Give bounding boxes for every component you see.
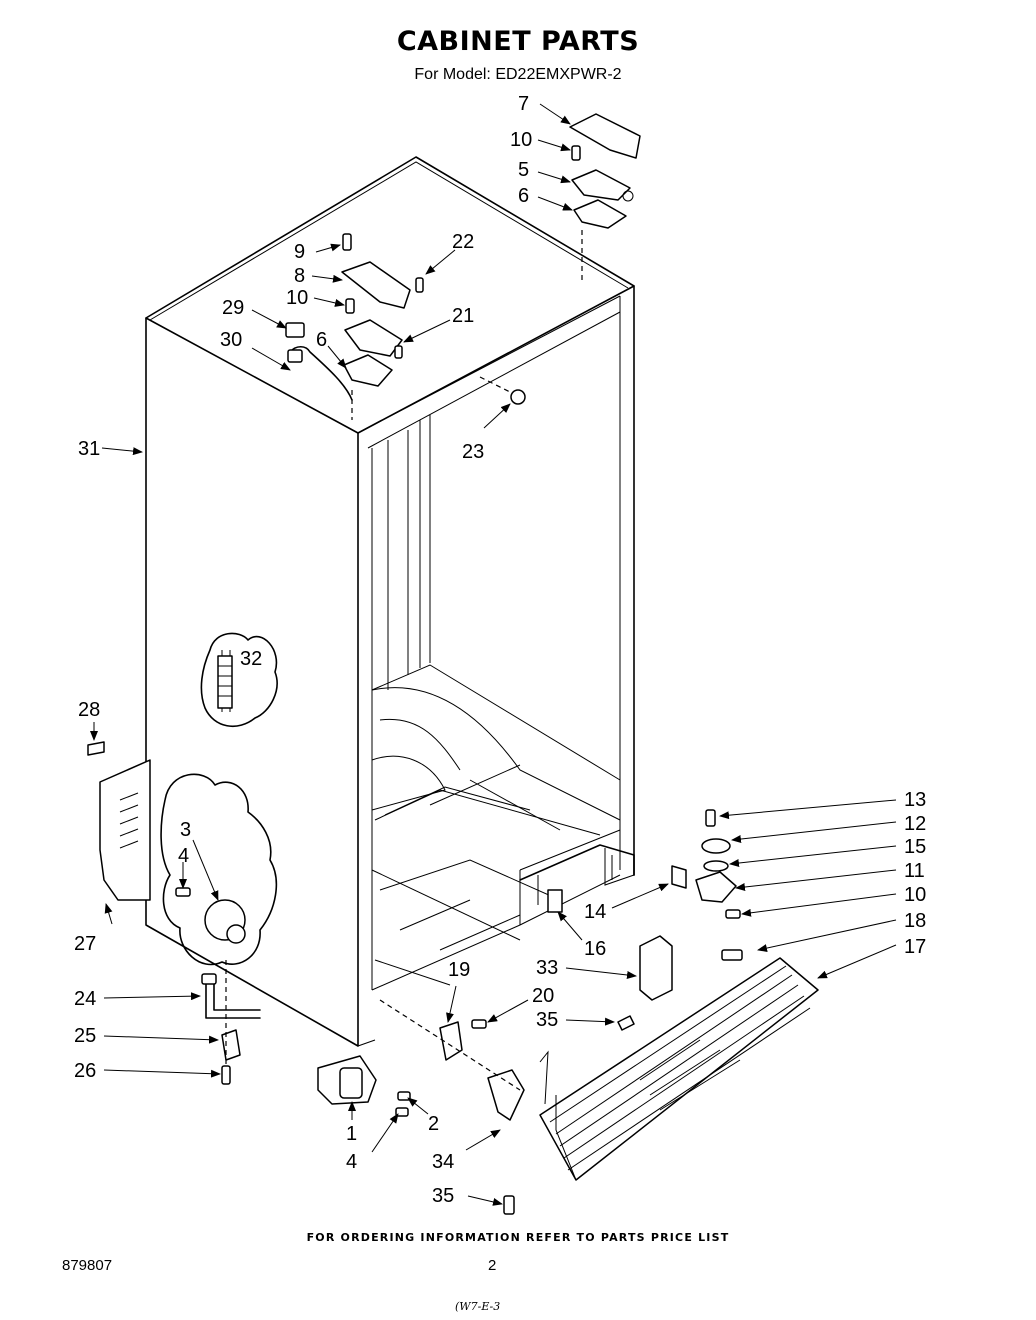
callout-20: 20 bbox=[532, 985, 554, 1007]
callout-25: 25 bbox=[74, 1025, 96, 1047]
bottom-grille-17 bbox=[539, 949, 819, 1181]
kick-plate-33 bbox=[617, 935, 673, 1031]
callout-18: 18 bbox=[904, 910, 926, 932]
callout-8: 8 bbox=[294, 265, 305, 287]
callout-10: 10 bbox=[286, 287, 308, 309]
callout-9: 9 bbox=[294, 241, 305, 263]
callout-34: 34 bbox=[432, 1151, 454, 1173]
callout-31: 31 bbox=[78, 438, 100, 460]
callout-4: 4 bbox=[178, 845, 189, 867]
callout-23: 23 bbox=[462, 441, 484, 463]
wiring-cover-27 bbox=[87, 741, 151, 901]
model-subtitle: For Model: ED22EMXPWR-2 bbox=[414, 66, 622, 83]
callout-13: 13 bbox=[904, 789, 926, 811]
callout-28: 28 bbox=[78, 699, 100, 721]
document-number: 879807 bbox=[62, 1257, 113, 1274]
callout-24: 24 bbox=[74, 988, 96, 1010]
callout-5: 5 bbox=[518, 159, 529, 181]
callout-30: 30 bbox=[220, 329, 242, 351]
page-title: CABINET PARTS bbox=[396, 26, 640, 57]
callout-4: 4 bbox=[346, 1151, 357, 1173]
callout-19: 19 bbox=[448, 959, 470, 981]
callout-26: 26 bbox=[74, 1060, 96, 1082]
callout-29: 29 bbox=[222, 297, 244, 319]
ordering-info-note: FOR ORDERING INFORMATION REFER TO PARTS … bbox=[306, 1231, 730, 1244]
callout-7: 7 bbox=[518, 93, 529, 115]
lower-right-hinge-assembly bbox=[547, 809, 741, 919]
callout-32: 32 bbox=[240, 648, 262, 670]
callout-33: 33 bbox=[536, 957, 558, 979]
cabinet-body bbox=[145, 156, 635, 1047]
callout-10: 10 bbox=[510, 129, 532, 151]
callout-35: 35 bbox=[536, 1009, 558, 1031]
callout-21: 21 bbox=[452, 305, 474, 327]
callout-2: 2 bbox=[428, 1113, 439, 1135]
callout-27: 27 bbox=[74, 933, 96, 955]
defrost-drain-tube bbox=[217, 655, 233, 709]
top-left-hinge-assembly bbox=[341, 233, 424, 420]
leader-arrows bbox=[90, 103, 897, 1206]
callout-11: 11 bbox=[904, 860, 925, 882]
callout-15: 15 bbox=[904, 836, 926, 858]
callout-12: 12 bbox=[904, 813, 926, 835]
callout-6: 6 bbox=[316, 329, 327, 351]
callout-14: 14 bbox=[584, 901, 606, 923]
callout-6: 6 bbox=[518, 185, 529, 207]
top-right-hinge-assembly bbox=[569, 113, 641, 280]
callout-3: 3 bbox=[180, 819, 191, 841]
bottom-hinge-parts bbox=[317, 999, 549, 1215]
callout-35: 35 bbox=[432, 1185, 454, 1207]
callout-labels: 7 10 5 6 9 22 8 10 29 21 30 6 23 31 32 2… bbox=[74, 93, 926, 1207]
water-fitting-24-25-26 bbox=[201, 960, 261, 1085]
callout-1: 1 bbox=[346, 1123, 357, 1145]
page-number: 2 bbox=[488, 1257, 497, 1274]
wiring-and-plug bbox=[285, 322, 526, 405]
callout-17: 17 bbox=[904, 936, 926, 958]
motor-3 bbox=[175, 887, 246, 944]
callout-10: 10 bbox=[904, 884, 926, 906]
callout-22: 22 bbox=[452, 231, 474, 253]
handwritten-mark: (W7-E-3 bbox=[455, 1300, 501, 1313]
callout-16: 16 bbox=[584, 938, 606, 960]
